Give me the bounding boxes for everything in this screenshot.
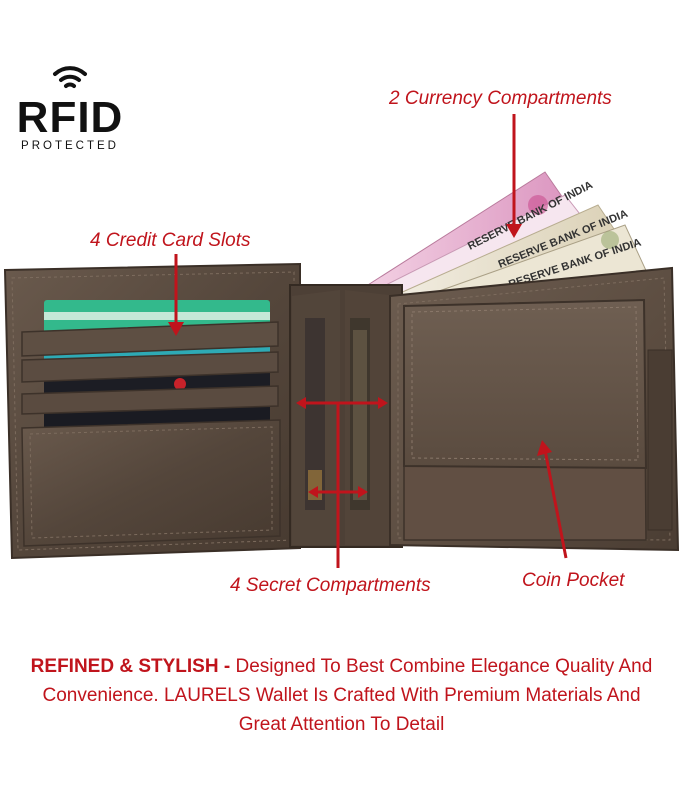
- rfid-subtitle: PROTECTED: [21, 140, 119, 152]
- label-coin-pocket: Coin Pocket: [522, 570, 625, 591]
- caption-body: Designed To Best Combine Elegance Qualit…: [42, 656, 653, 735]
- rfid-badge: RFID PROTECTED: [14, 60, 126, 155]
- label-currency-compartments: 2 Currency Compartments: [389, 88, 612, 109]
- wallet-right-half: [389, 266, 680, 552]
- wifi-signal-icon: [53, 66, 87, 88]
- annotation-arrows: [168, 114, 568, 568]
- product-caption: REFINED & STYLISH - Designed To Best Com…: [20, 652, 663, 739]
- caption-lead: REFINED & STYLISH -: [30, 656, 236, 677]
- secret-compartments: [289, 284, 403, 548]
- coin-pocket-flap: [403, 298, 648, 470]
- label-secret-compartments: 4 Secret Compartments: [230, 575, 431, 596]
- label-credit-card-slots: 4 Credit Card Slots: [90, 230, 251, 251]
- rfid-title: RFID: [16, 93, 124, 142]
- wallet-left-half: [3, 262, 301, 560]
